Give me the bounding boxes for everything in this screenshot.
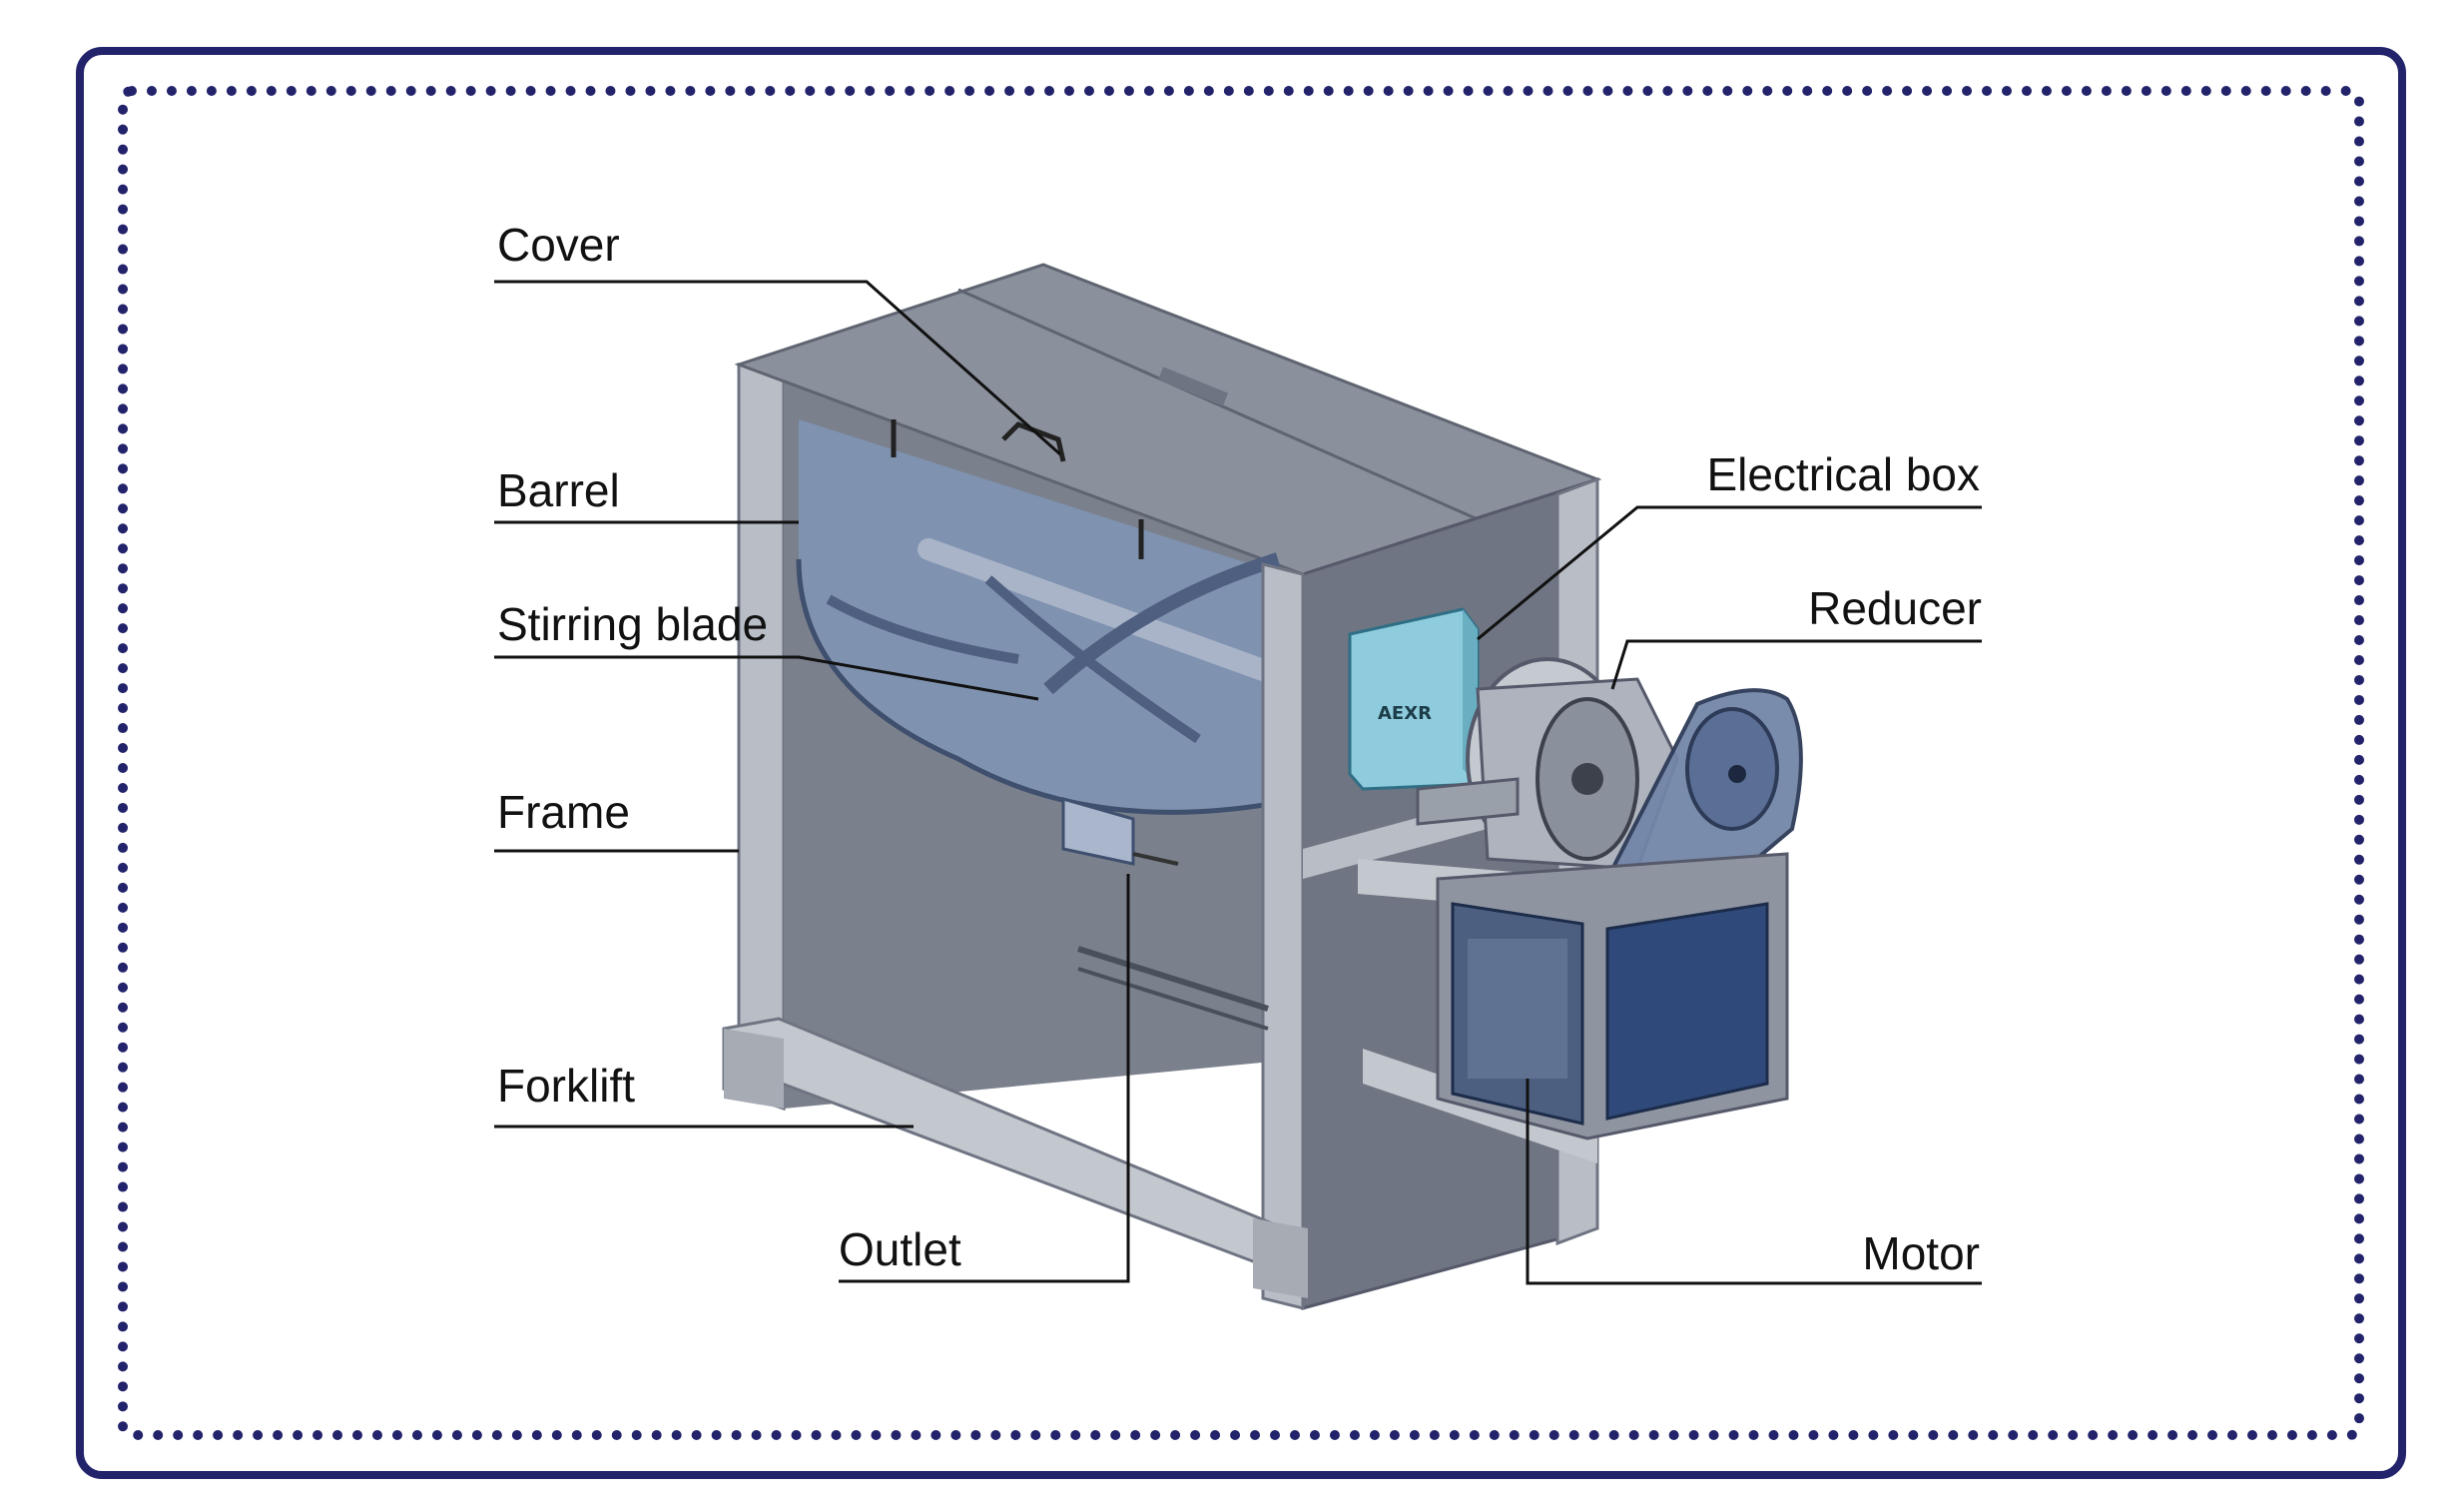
- reducer-leader: [1610, 639, 1982, 690]
- svg-text:AEXR: AEXR: [1378, 703, 1432, 724]
- electrical-box-leader: [1477, 505, 1982, 641]
- label-cover: Cover: [497, 219, 620, 271]
- outer-border: [76, 47, 2406, 1479]
- outlet-leader: [839, 874, 1130, 1283]
- label-frame: Frame: [497, 786, 630, 838]
- leader-lines: [494, 280, 1982, 1285]
- label-stirring-blade: Stirring blade: [497, 598, 769, 650]
- label-outlet: Outlet: [839, 1223, 961, 1275]
- label-motor: Motor: [1862, 1227, 1980, 1279]
- inner-dotted-border: [118, 86, 2364, 1440]
- motor-leader: [1526, 1079, 1982, 1285]
- motor-housing: [1358, 852, 1789, 1140]
- electrical-box: AEXR: [1348, 607, 1480, 791]
- stirring-blade-leader: [494, 655, 1039, 701]
- label-barrel: Barrel: [497, 464, 620, 516]
- reducer: [1416, 657, 1679, 871]
- label-reducer: Reducer: [1808, 582, 1982, 634]
- label-electrical-box: Electrical box: [1706, 448, 1980, 500]
- label-forklift: Forklift: [497, 1060, 635, 1112]
- belt-guard: [1604, 688, 1803, 912]
- cover-leader: [494, 280, 1061, 456]
